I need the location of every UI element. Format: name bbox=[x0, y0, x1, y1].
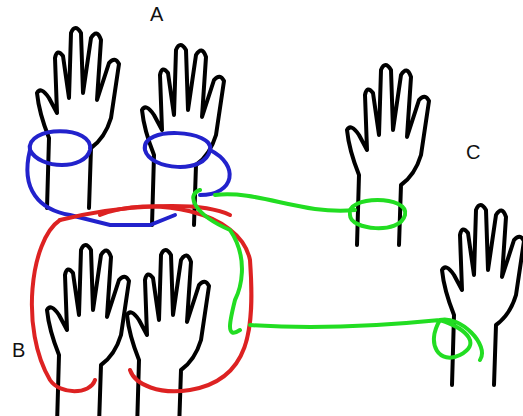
hand bbox=[47, 245, 129, 416]
hand bbox=[142, 45, 224, 225]
hand bbox=[37, 28, 119, 208]
group-letter: A bbox=[150, 4, 163, 24]
group-letter: B bbox=[12, 340, 25, 360]
hand bbox=[347, 65, 429, 245]
green-string bbox=[193, 190, 482, 360]
group-letter: C bbox=[466, 142, 480, 162]
red-string bbox=[32, 206, 252, 391]
hands bbox=[37, 28, 523, 416]
